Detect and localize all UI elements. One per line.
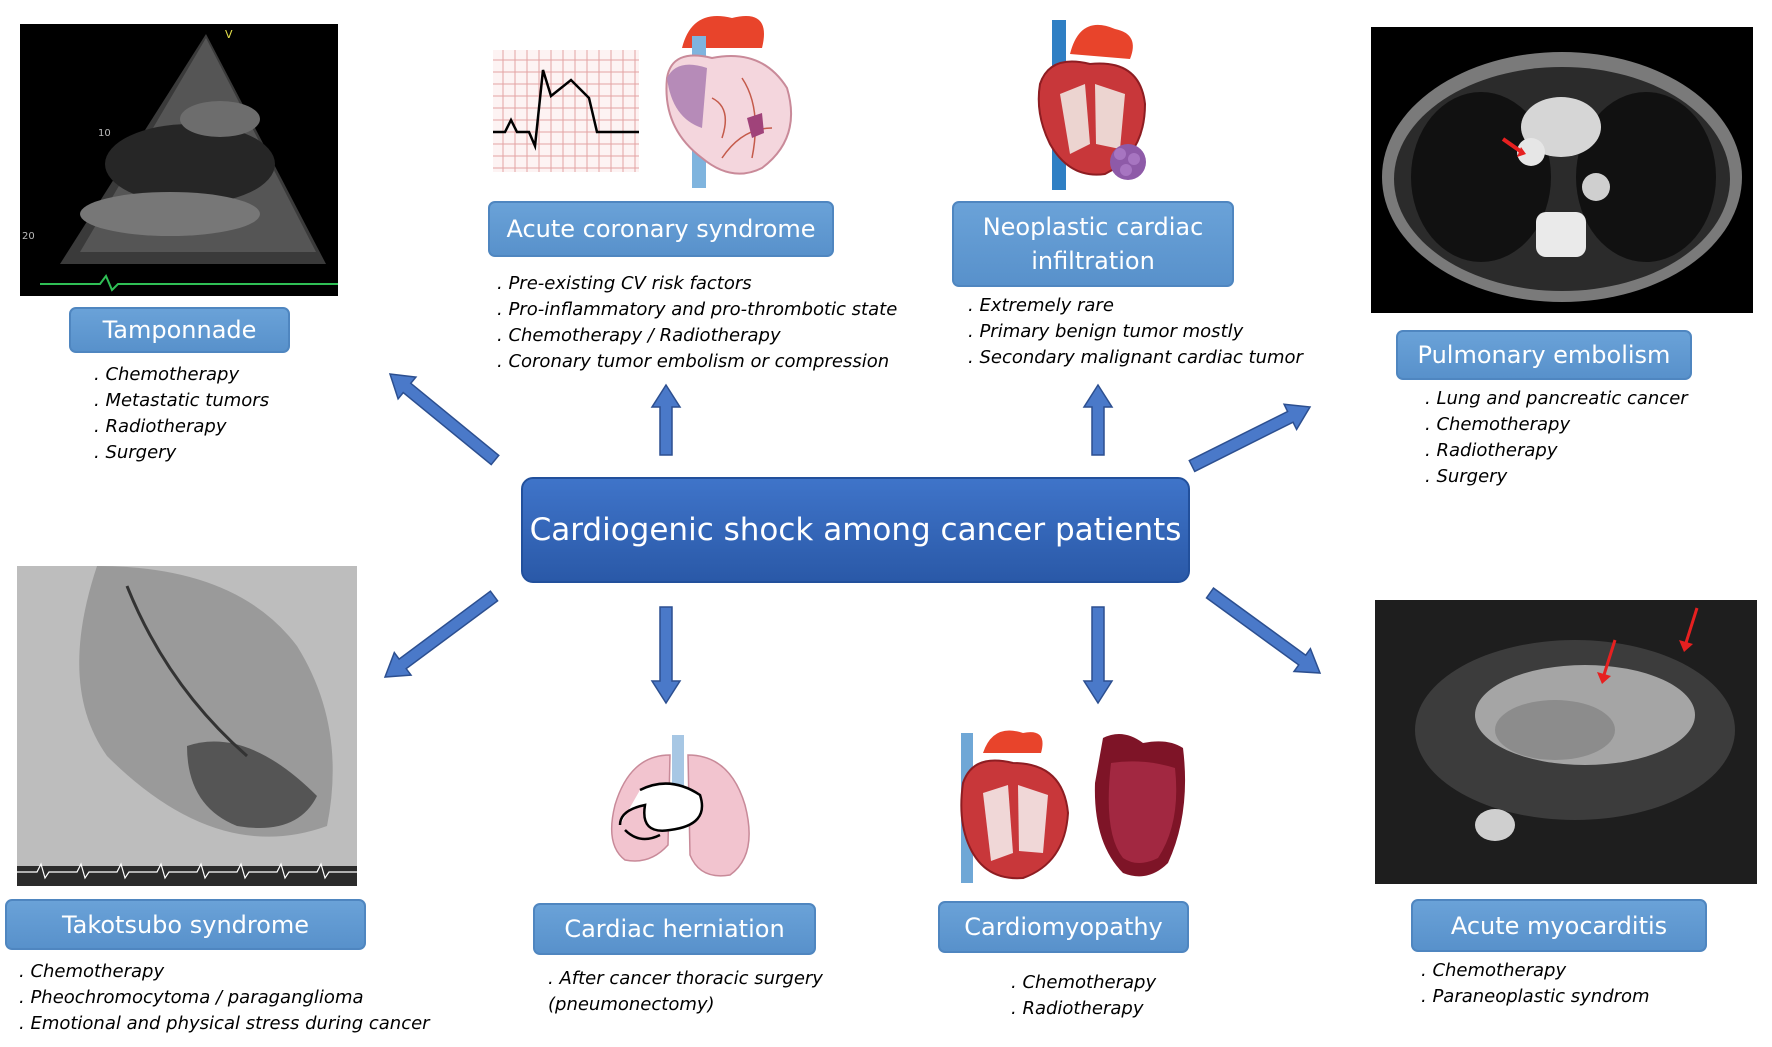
echo-label-low: 20 (22, 231, 35, 242)
takotsubo-causes: . Chemotherapy . Pheochromocytoma / para… (19, 959, 430, 1037)
cause-item: . Radiotherapy (1425, 440, 1558, 461)
cause-item: (pneumonectomy) (548, 994, 715, 1015)
heart-infarction-illustration (652, 8, 802, 188)
cause-item: . Chemotherapy (19, 961, 165, 982)
cardiomyopathy-illustration (953, 723, 1193, 885)
cause-item: . Radiotherapy (1011, 998, 1144, 1019)
cause-item: . Chemotherapy (1425, 414, 1571, 435)
pulmonary-embolism-box: Pulmonary embolism (1396, 330, 1692, 380)
cause-item: . Coronary tumor embolism or compression (497, 351, 890, 372)
arrow-to-neoplastic (1082, 383, 1114, 456)
center-cardiogenic-shock-box: Cardiogenic shock among cancer patients (521, 477, 1190, 583)
cause-item: . Extremely rare (968, 295, 1114, 316)
cause-item: . Primary benign tumor mostly (968, 321, 1244, 342)
arrow-to-acute-coronary (650, 383, 682, 456)
cause-item: . Lung and pancreatic cancer (1425, 388, 1688, 409)
takotsubo-syndrome-box: Takotsubo syndrome (5, 899, 366, 950)
cause-item: . Chemotherapy (1011, 972, 1157, 993)
ct-scan-image (1371, 27, 1753, 313)
arrow-to-herniation (650, 606, 682, 705)
arrow-to-cardiomyopathy (1082, 606, 1114, 705)
cause-item: . Chemotherapy (94, 364, 240, 385)
neoplastic-label-line2: infiltration (1031, 247, 1155, 275)
cardiac-mri-image (1375, 600, 1757, 884)
lungs-herniation-illustration (600, 735, 760, 885)
cause-item: . Secondary malignant cardiac tumor (968, 347, 1303, 368)
ventriculography-image (17, 566, 357, 886)
cardiomyopathy-causes: . Chemotherapy . Radiotherapy (1011, 970, 1156, 1022)
neoplastic-causes: . Extremely rare . Primary benign tumor … (968, 293, 1303, 371)
cause-item: . Pheochromocytoma / paraganglioma (19, 987, 364, 1008)
cause-item: . Surgery (94, 442, 177, 463)
myocarditis-causes: . Chemotherapy . Paraneoplastic syndrom (1421, 958, 1650, 1010)
cardiac-herniation-box: Cardiac herniation (533, 903, 816, 955)
ecg-st-elevation-image (493, 50, 639, 172)
cause-item: . Surgery (1425, 466, 1508, 487)
cause-item: . Pro-inflammatory and pro-thrombotic st… (497, 299, 898, 320)
cause-item: . Pre-existing CV risk factors (497, 273, 752, 294)
cause-item: . Chemotherapy (1421, 960, 1567, 981)
herniation-causes: . After cancer thoracic surgery (pneumon… (548, 966, 823, 1018)
cause-item: . Emotional and physical stress during c… (19, 1013, 430, 1034)
cause-item: . Radiotherapy (94, 416, 227, 437)
echo-label-top: V (225, 28, 233, 41)
neoplastic-infiltration-box: Neoplastic cardiac infiltration (952, 201, 1234, 287)
acute-coronary-syndrome-box: Acute coronary syndrome (488, 201, 834, 257)
cause-item: . Chemotherapy / Radiotherapy (497, 325, 781, 346)
arrow-to-myocarditis (1205, 587, 1322, 674)
cause-item: . Metastatic tumors (94, 390, 270, 411)
echocardiogram-image: V 10 20 (20, 24, 338, 296)
tamponnade-causes: . Chemotherapy . Metastatic tumors . Rad… (94, 362, 269, 466)
pulmonary-embolism-causes: . Lung and pancreatic cancer . Chemother… (1425, 386, 1688, 490)
arrow-to-tamponnade (388, 373, 500, 466)
cause-item: . After cancer thoracic surgery (548, 968, 823, 989)
arrow-to-pulmonary (1188, 403, 1312, 473)
tamponnade-box: Tamponnade (69, 307, 290, 353)
heart-tumor-illustration (1030, 14, 1160, 190)
acute-myocarditis-box: Acute myocarditis (1411, 899, 1707, 952)
arrow-to-takotsubo (383, 590, 499, 678)
acute-coronary-causes: . Pre-existing CV risk factors . Pro-inf… (497, 271, 897, 375)
cardiomyopathy-box: Cardiomyopathy (938, 901, 1189, 953)
neoplastic-label-line1: Neoplastic cardiac (982, 213, 1204, 241)
echo-label-mid: 10 (98, 128, 111, 139)
cause-item: . Paraneoplastic syndrom (1421, 986, 1650, 1007)
